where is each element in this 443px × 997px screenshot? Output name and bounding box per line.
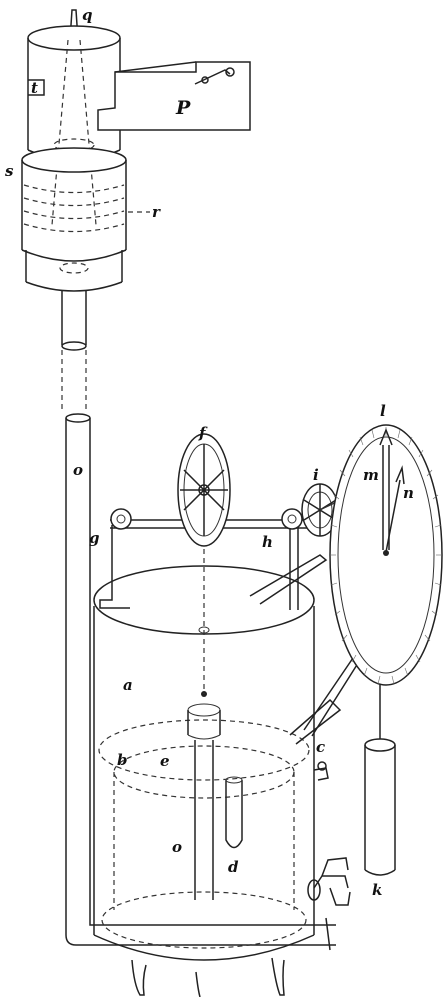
pointer-n xyxy=(385,479,401,553)
label-p: P xyxy=(175,97,191,119)
tap-c xyxy=(313,761,329,781)
label-h: h xyxy=(262,533,273,551)
coil-r xyxy=(23,184,125,233)
weight-k xyxy=(364,738,396,876)
float-e xyxy=(187,691,221,900)
upper-cylinder-top xyxy=(27,25,121,51)
label-a: a xyxy=(123,676,133,694)
tank-a xyxy=(93,565,315,997)
label-i: i xyxy=(313,466,319,484)
label-t: t xyxy=(31,79,38,97)
upper-cylinder-sides xyxy=(27,38,121,150)
label-k: k xyxy=(372,881,382,899)
nozzle-q xyxy=(69,9,79,41)
label-o-lower: o xyxy=(172,838,182,856)
tube-o xyxy=(65,413,310,946)
label-f: f xyxy=(198,424,208,442)
label-r: r xyxy=(152,203,161,221)
label-s: s xyxy=(5,162,14,180)
drain-tap xyxy=(307,857,351,906)
letter-labels: q t P s r o l m n f i g h a b e c k d o xyxy=(5,6,414,899)
dial xyxy=(329,424,443,686)
pulley-g xyxy=(110,508,132,530)
sleeve-s xyxy=(21,147,127,173)
burner-assembly xyxy=(21,9,127,351)
label-q: q xyxy=(82,6,93,24)
label-l: l xyxy=(380,402,386,420)
label-g: g xyxy=(89,529,100,547)
flame-cone xyxy=(51,39,97,226)
label-e: e xyxy=(160,752,170,770)
label-o-upper: o xyxy=(73,461,83,479)
pointer-l xyxy=(382,445,390,550)
slot-t xyxy=(28,79,45,96)
label-b: b xyxy=(117,751,128,769)
label-m: m xyxy=(363,466,379,484)
test-tube-d xyxy=(225,776,243,849)
inner-bell-b xyxy=(98,719,310,910)
wheel-f xyxy=(177,433,231,547)
label-n: n xyxy=(403,484,414,502)
plate-p xyxy=(97,61,251,131)
label-d: d xyxy=(228,858,239,876)
pulley-h xyxy=(281,508,303,530)
label-c: c xyxy=(316,738,325,756)
